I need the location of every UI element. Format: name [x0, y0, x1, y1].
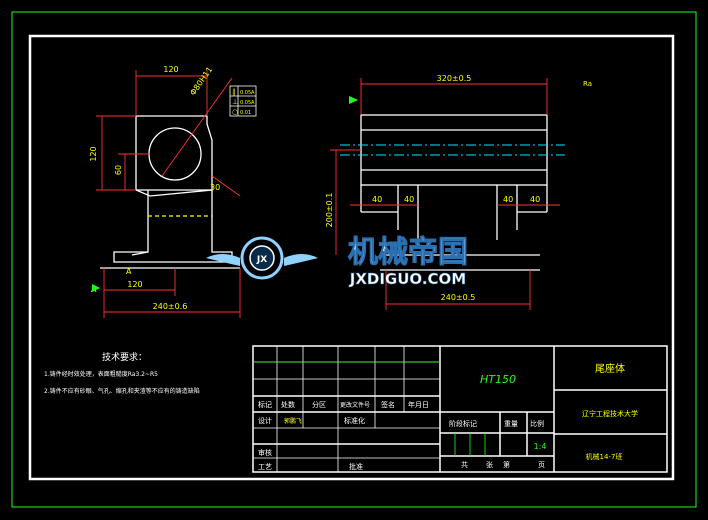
- right-center-lines: [340, 144, 565, 156]
- dim-angle: 30: [210, 183, 220, 192]
- gear-icon: [240, 236, 284, 280]
- label-total: 共: [461, 460, 468, 469]
- dim-right-height: 200±0.1: [325, 193, 334, 228]
- scale-value: 1:4: [534, 442, 547, 451]
- left-web: [113, 190, 233, 263]
- dim-40d: 40: [530, 195, 540, 204]
- label-stage-mark: 阶段标记: [449, 419, 477, 428]
- school-name: 辽宁工程技术大学: [582, 409, 638, 418]
- tol-sym-3: ○: [232, 108, 238, 116]
- dim-top-length: 320±0.5: [437, 74, 472, 83]
- label-zone: 分区: [312, 400, 326, 409]
- dim-top-width: 120: [163, 65, 178, 74]
- dim-bottom-short: 120: [127, 280, 142, 289]
- tech-req-line1: 1.铸件经时效处理，表面粗糙度Ra3.2~R5: [44, 370, 158, 378]
- outer-frame: [11, 11, 697, 508]
- watermark-cn: 机械帝国: [348, 235, 468, 270]
- title-block: [252, 345, 668, 473]
- right-wing-icon: [284, 254, 318, 266]
- tech-req-title: 技术要求：: [102, 351, 147, 363]
- tolerance-table: ∥ 0.05 A ⊥ 0.05 A ○ 0.01: [229, 85, 257, 117]
- label-change-doc: 更改文件号: [340, 401, 370, 409]
- right-body: [360, 114, 548, 186]
- label-page: 第: [503, 460, 510, 469]
- title-block-green-grid: [253, 361, 486, 456]
- label-review: 审核: [258, 448, 272, 457]
- title-block-labels: 标记 处数 分区 更改文件号 签名 年月日 设计 郭鹏飞 标准化 阶段标记 重量…: [258, 400, 545, 471]
- dim-center-height: 60: [114, 165, 123, 175]
- label-scale: 比例: [530, 419, 544, 428]
- dim-40b: 40: [404, 195, 414, 204]
- tol-val-3: 0.01: [240, 110, 251, 116]
- label-standardize: 标准化: [344, 416, 365, 425]
- designer-name: 郭鹏飞: [284, 417, 302, 425]
- label-date: 年月日: [408, 400, 429, 409]
- tol-val-2: 0.05: [240, 100, 251, 106]
- label-process: 工艺: [258, 463, 272, 471]
- tol-val-1: 0.05: [240, 90, 251, 96]
- left-upper-block: [135, 115, 213, 197]
- tol-sym-2: ⊥: [232, 98, 238, 106]
- left-dims: [96, 70, 241, 318]
- label-sheet: 张: [486, 460, 493, 469]
- label-design: 设计: [258, 416, 272, 425]
- right-dims: [330, 78, 560, 310]
- label-count: 处数: [281, 400, 295, 409]
- label-sign: 签名: [381, 400, 395, 409]
- watermark-badge: [249, 245, 275, 271]
- watermark-badge-text: JX: [256, 255, 267, 265]
- dim-bottom-overall: 240±0.6: [153, 302, 188, 311]
- left-web-chamfer: [131, 251, 149, 256]
- label-page2: 页: [538, 461, 545, 469]
- tol-sym-1: ∥: [232, 88, 236, 96]
- dim-height-left: 120: [89, 146, 98, 161]
- drawing-number: 机械14-7班: [586, 452, 623, 461]
- title-block-grid: [253, 346, 440, 472]
- left-bore-circle: [148, 127, 202, 181]
- dim-40c: 40: [503, 195, 513, 204]
- dim-40a: 40: [372, 195, 382, 204]
- dim-base-length: 240±0.5: [441, 293, 476, 302]
- tol-ref-2: A: [251, 100, 255, 106]
- tech-req-line2: 2.铸件不应有砂眼、气孔、缩孔和夹渣等不应有的铸造缺陷: [44, 387, 200, 395]
- datum-triangle-left: [92, 284, 100, 292]
- dim-bore: Φ80H11: [188, 65, 214, 97]
- watermark: JX 机械帝国 JXDIGUO.COM: [206, 235, 469, 288]
- datum-triangle-right: [349, 96, 358, 104]
- part-name: 尾座体: [595, 362, 625, 375]
- watermark-en: JXDIGUO.COM: [349, 270, 466, 288]
- label-mark: 标记: [258, 400, 272, 409]
- material-field: HT150: [480, 373, 516, 386]
- label-weight: 重量: [504, 420, 518, 428]
- datum-label: A: [126, 267, 132, 276]
- label-approve: 批准: [349, 462, 363, 471]
- tol-ref-1: A: [251, 90, 255, 96]
- left-wing-icon: [206, 254, 240, 266]
- inner-frame: [28, 34, 675, 481]
- roughness-symbol: Ra: [583, 80, 592, 88]
- left-view: [100, 115, 240, 269]
